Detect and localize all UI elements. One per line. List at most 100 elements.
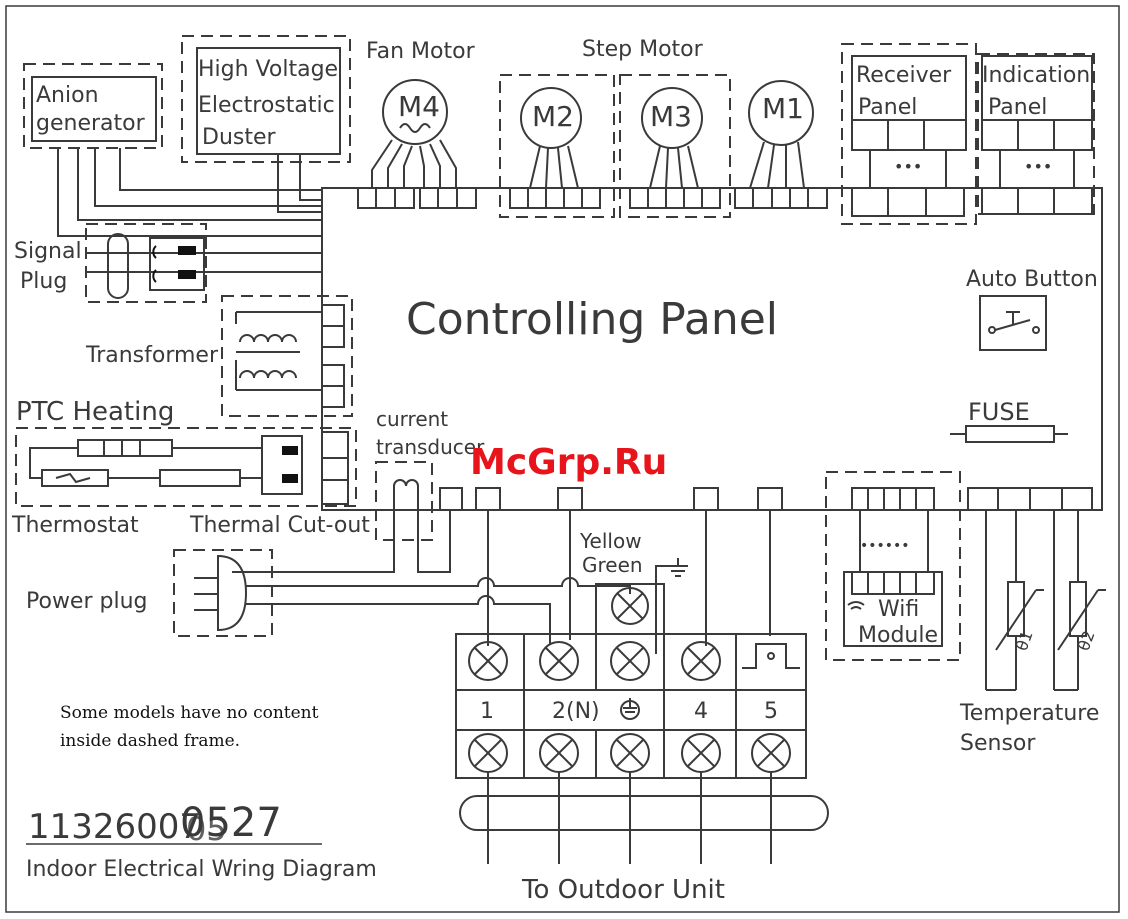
ptc-contact — [282, 446, 298, 455]
receiver-dashed-frame — [841, 43, 977, 225]
signal-plug-oval — [107, 233, 129, 299]
anion-generator-box — [31, 76, 157, 142]
wifi-label-1: Wifi — [878, 597, 919, 622]
receiver-label-2: Panel — [858, 95, 917, 120]
hv-duster-box — [196, 47, 341, 155]
m4-connector-b — [419, 187, 477, 209]
wifi-panel-connector — [851, 487, 935, 511]
m2-dashed-frame — [499, 74, 615, 218]
wire — [429, 143, 441, 188]
m2-connector — [509, 187, 601, 209]
code-number-b: 0527 — [180, 800, 282, 846]
m1-label: M1 — [762, 92, 804, 125]
fuse — [965, 425, 1055, 443]
hv-label-1: High Voltage — [198, 57, 338, 82]
wire — [119, 148, 322, 191]
current-label-1: current — [376, 407, 448, 431]
wire — [232, 510, 395, 573]
bottom-connector — [757, 487, 783, 511]
wire — [29, 447, 78, 479]
page-border — [5, 5, 1120, 913]
hv-label-3: Duster — [202, 125, 277, 150]
note-line-1: Some models have no content — [60, 703, 319, 723]
m3-connector — [629, 187, 721, 209]
wifi-dots: •••••• — [860, 538, 910, 554]
m2-label: M2 — [532, 100, 574, 133]
wire — [417, 510, 451, 573]
wire — [419, 145, 425, 188]
wifi-dashed-frame — [825, 471, 961, 661]
m3-label: M3 — [650, 100, 692, 133]
current-label-2: transducer — [376, 435, 485, 459]
signal-dashed-frame — [85, 223, 207, 303]
wire — [439, 139, 457, 188]
bottom-connector — [475, 487, 501, 511]
thermal-cutout-label: Thermal Cut-out — [189, 513, 370, 538]
controlling-panel-label: Controlling Panel — [406, 294, 778, 345]
indication-label-1: Indication — [982, 63, 1090, 88]
terminal-2n-label: 2(N) — [552, 699, 600, 724]
terminal-5-label: 5 — [764, 699, 778, 724]
thermal-cutout — [159, 469, 241, 487]
wire — [277, 154, 322, 213]
transducer-coil — [393, 479, 419, 487]
anion-label-2: generator — [36, 111, 146, 136]
m3-dashed-frame — [619, 74, 731, 218]
code-number-overlay: 05 — [186, 810, 227, 848]
wifi-icon — [847, 601, 865, 610]
receiver-connector — [851, 187, 965, 217]
wifi-module-box — [843, 571, 943, 647]
power-plug-dashed-frame — [173, 549, 273, 637]
power-plug-body — [217, 554, 248, 632]
terminal-top-row — [468, 641, 800, 681]
outdoor-cable — [459, 795, 829, 831]
receiver-dots: ••• — [894, 157, 922, 176]
receiver-label-1: Receiver — [856, 63, 952, 88]
transformer-coil-1 — [239, 334, 297, 343]
m4-connector — [357, 187, 415, 209]
wifi-label-2: Module — [858, 623, 938, 648]
step-motor-label: Step Motor — [582, 37, 704, 62]
signal-plug-connector — [149, 237, 205, 291]
terminal-ground-x — [611, 587, 649, 625]
step-motor-m2 — [520, 87, 582, 149]
auto-button-box — [979, 295, 1047, 351]
wire — [371, 139, 393, 188]
power-plug-label: Power plug — [26, 589, 148, 614]
bottom-connector — [693, 487, 719, 511]
auto-button-label: Auto Button — [966, 267, 1098, 292]
ptc-panel-connector — [321, 431, 349, 505]
ptc-heater — [77, 439, 173, 457]
diagram-title: Indoor Electrical Wring Diagram — [26, 857, 377, 882]
wire — [403, 145, 413, 188]
fan-motor-label: Fan Motor — [366, 39, 476, 64]
signal-label-1: Signal — [14, 239, 82, 264]
outdoor-unit-label: To Outdoor Unit — [521, 875, 725, 905]
indication-connector — [981, 187, 1093, 215]
indication-label-2: Panel — [988, 95, 1047, 120]
yellow-label: Yellow — [579, 529, 642, 553]
wire — [655, 558, 679, 654]
wire — [94, 148, 322, 207]
wifi-module-connector — [851, 571, 935, 595]
green-label: Green — [582, 553, 643, 577]
fan-motor-m4 — [382, 79, 448, 145]
m4-label: M4 — [398, 90, 440, 123]
transformer-dashed-frame — [221, 295, 353, 417]
transducer-dashed-frame — [375, 461, 433, 541]
motor-m1 — [748, 80, 814, 146]
step-motor-m3 — [641, 87, 703, 149]
thermostat-label: Thermostat — [11, 513, 139, 538]
code-number-a: 11326007 — [28, 807, 201, 847]
bottom-connector — [439, 487, 463, 511]
transformer-coil-2 — [239, 370, 297, 379]
bottom-connector — [557, 487, 583, 511]
hv-dashed-frame — [181, 35, 351, 163]
terminal-bottom-row — [468, 733, 791, 773]
wire — [77, 148, 322, 221]
signal-contact — [178, 246, 196, 255]
terminal-1-label: 1 — [480, 699, 494, 724]
m1-connector — [734, 187, 828, 209]
anion-dashed-frame — [23, 63, 163, 149]
